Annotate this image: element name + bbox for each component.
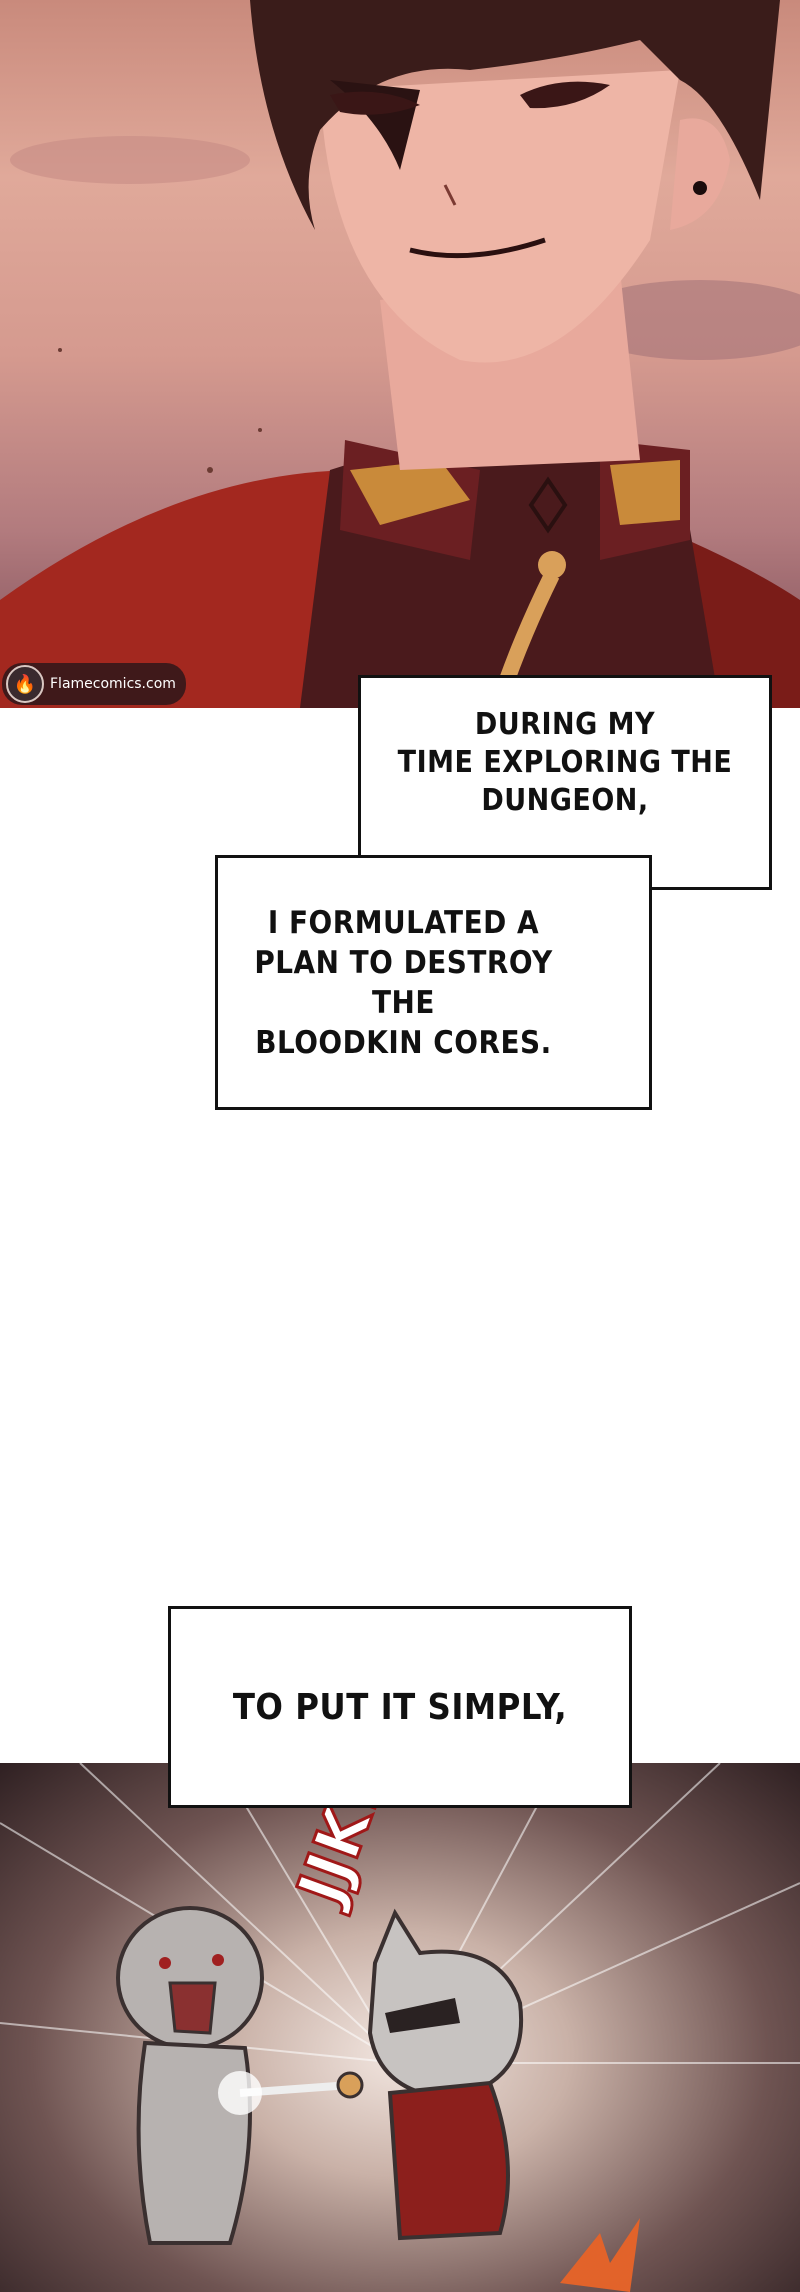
watermark-text: Flamecomics.com <box>50 676 176 692</box>
man-illustration <box>0 0 800 708</box>
narration-box-3: TO PUT IT SIMPLY, <box>168 1606 632 1808</box>
knight-body <box>387 2080 510 2241</box>
cloud <box>10 136 250 184</box>
collar-insignia-left <box>350 460 470 525</box>
narration-text-3: TO PUT IT SIMPLY, <box>232 1686 568 1728</box>
top-panel: 🔥 Flamecomics.com <box>0 0 800 708</box>
monster-eye <box>212 1954 224 1966</box>
pendant <box>528 476 568 534</box>
cord-knot <box>538 551 566 579</box>
face <box>320 70 680 363</box>
monster-eye <box>159 1957 171 1969</box>
ember <box>58 348 62 352</box>
ear <box>670 118 730 230</box>
ember <box>258 428 262 432</box>
left-eye <box>330 91 420 115</box>
smile <box>409 237 546 259</box>
narration-box-2: I FORMULATED A PLAN TO DESTROY THE BLOOD… <box>215 855 652 1110</box>
right-eye <box>520 81 610 109</box>
cape <box>0 470 360 708</box>
chibi-illustration: JJK! <box>0 1763 800 2292</box>
monster-mouth <box>168 1981 217 2035</box>
watermark: 🔥 Flamecomics.com <box>2 663 186 705</box>
flame-icon: 🔥 <box>6 665 44 703</box>
collar-insignia-right <box>610 460 680 525</box>
earring <box>693 181 707 195</box>
sword-hilt <box>336 2071 364 2099</box>
hair <box>250 0 780 230</box>
cloud <box>570 280 800 360</box>
nose <box>443 184 457 206</box>
narration-box-1: DURING MY TIME EXPLORING THE DUNGEON, <box>358 675 772 890</box>
narration-text-1: DURING MY TIME EXPLORING THE DUNGEON, <box>397 706 733 818</box>
knight-visor <box>385 1998 460 2033</box>
bottom-panel: JJK! <box>0 1763 800 2292</box>
ember <box>207 467 213 473</box>
narration-text-2: I FORMULATED A PLAN TO DESTROY THE BLOOD… <box>254 904 553 1061</box>
sfx-orange <box>560 2218 640 2292</box>
impact-glow <box>218 2071 262 2115</box>
